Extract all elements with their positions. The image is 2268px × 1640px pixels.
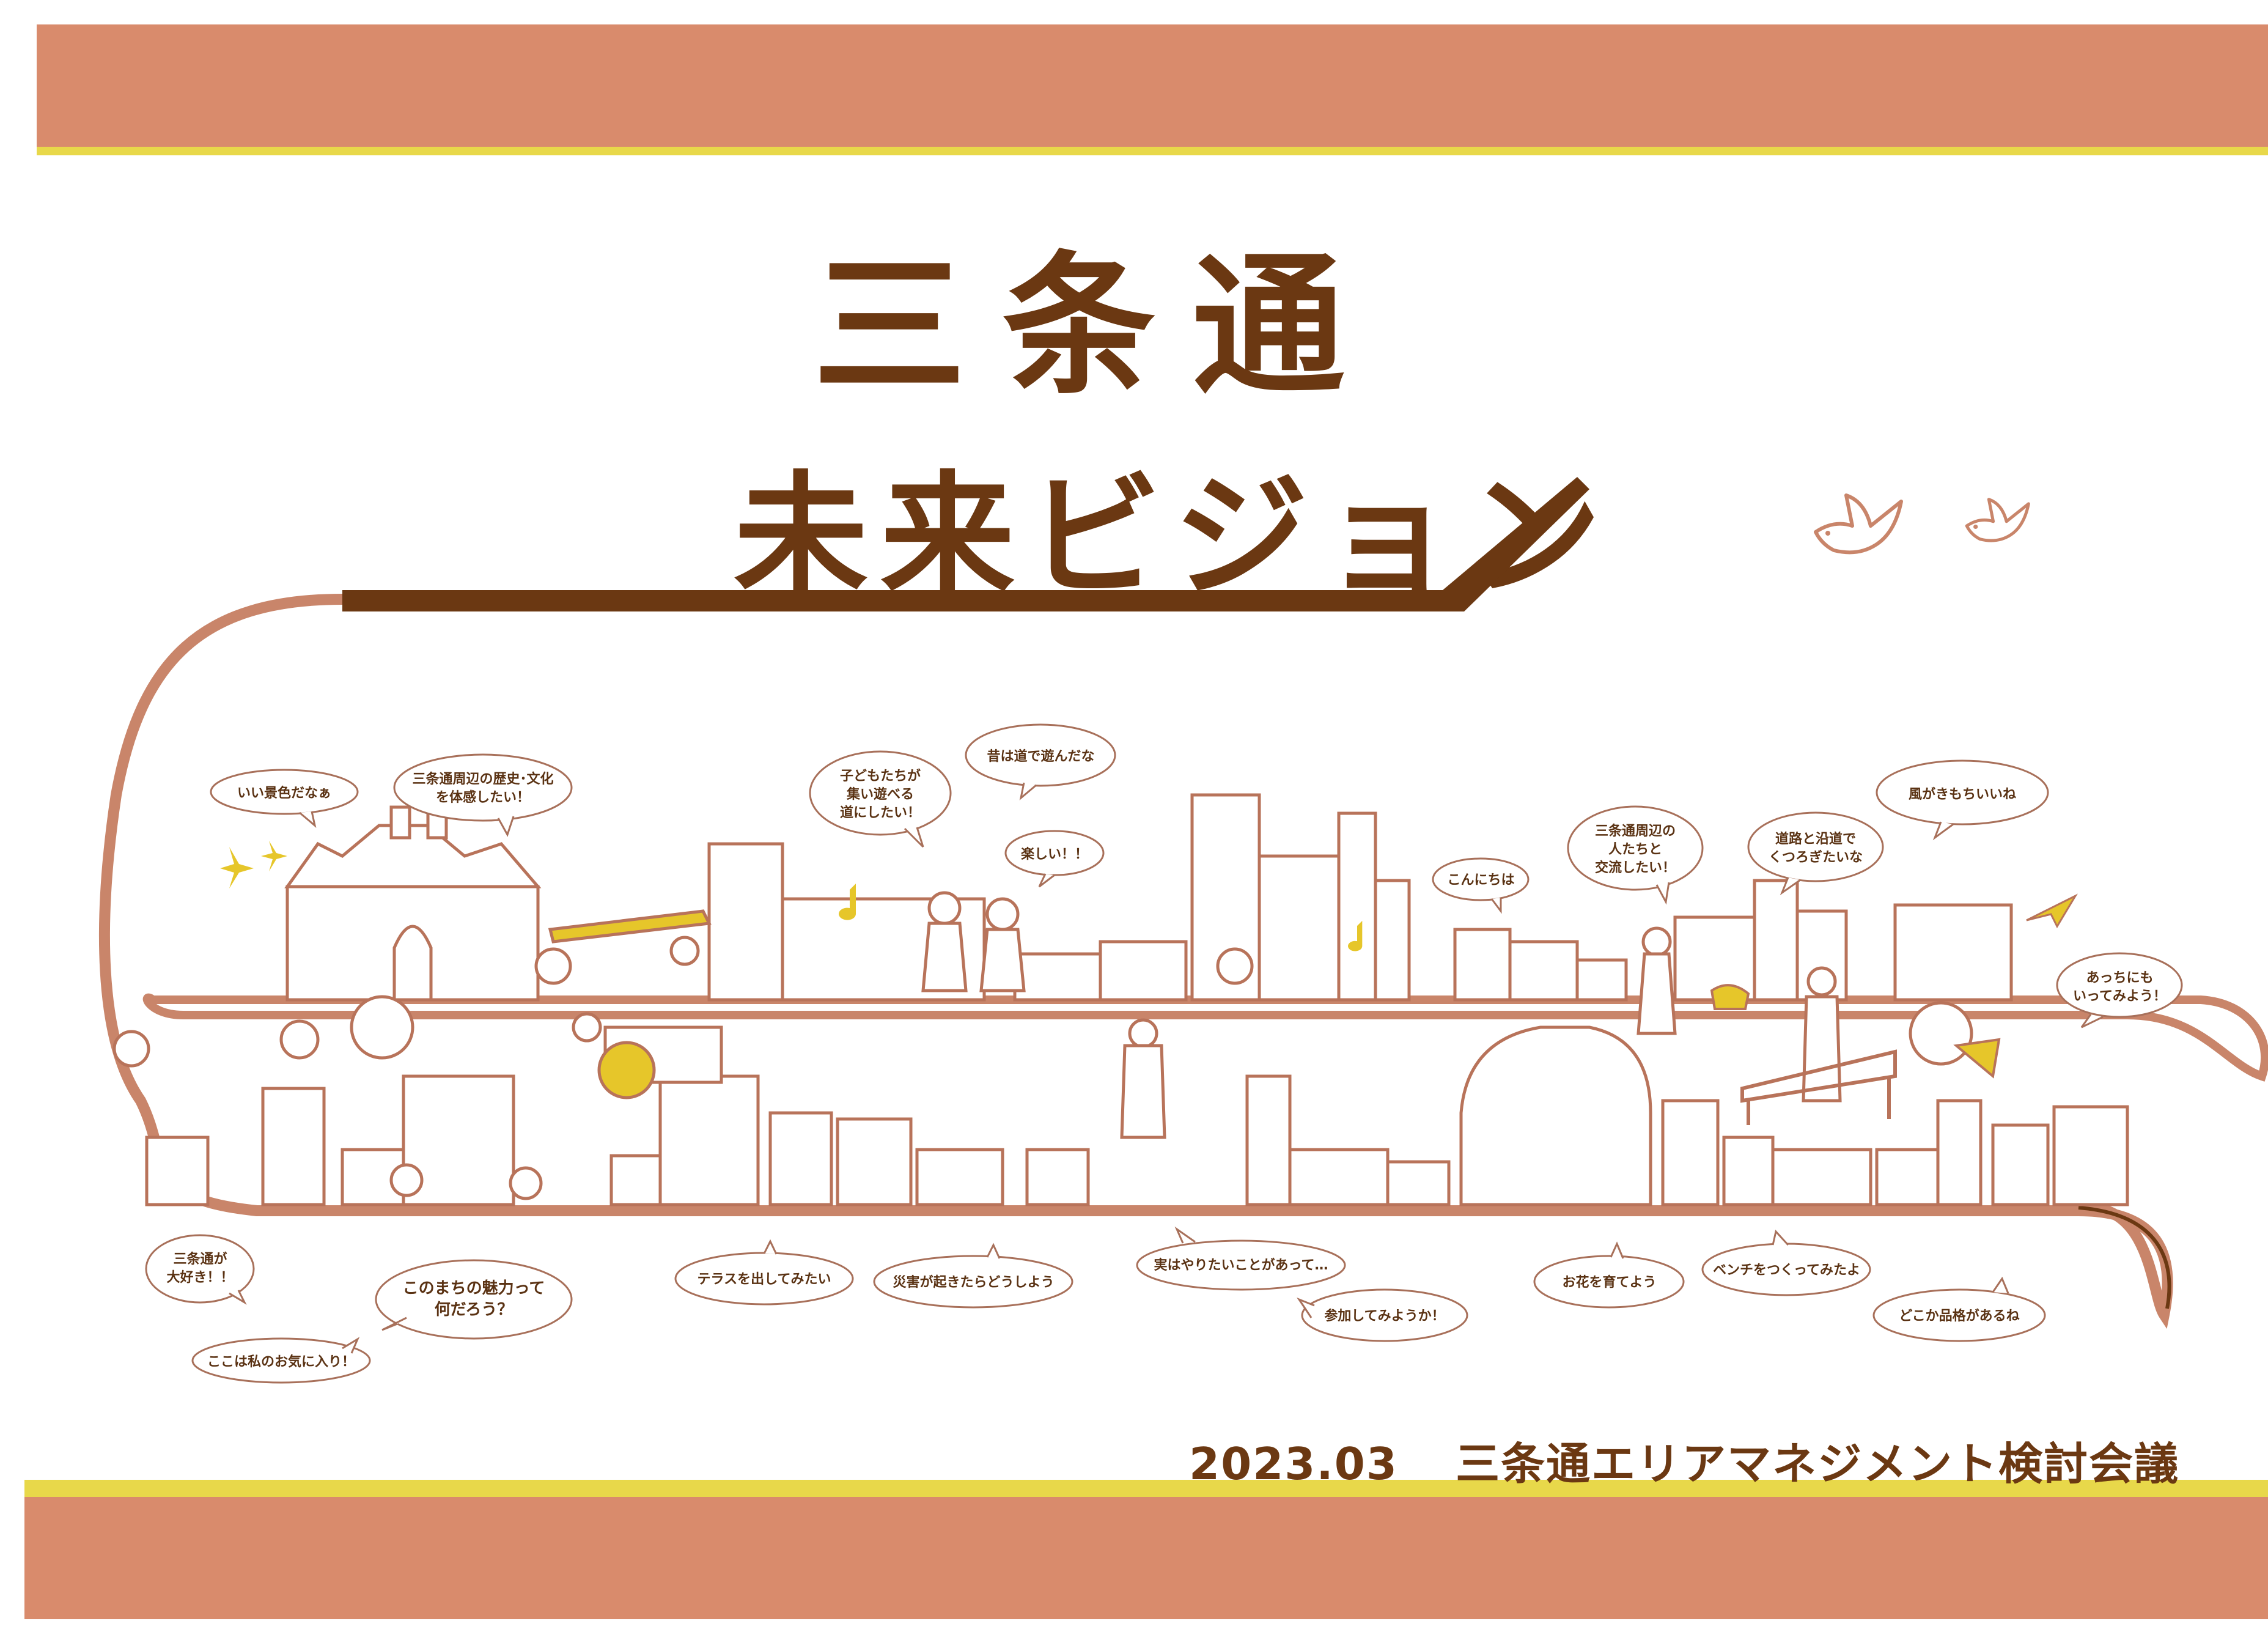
plant-accents	[1710, 984, 2001, 1079]
people	[112, 891, 1842, 1139]
bubble-text: 実はやりたいことがあって…	[1154, 1258, 1328, 1274]
bubble-text: 昔は道で遊んだな	[987, 748, 1095, 764]
bottom-band	[24, 1497, 2268, 1619]
bubble-text: どこか品格があるね	[1899, 1308, 2020, 1324]
speech-bubble: 道路と沿道で くつろぎたいな	[1745, 810, 1886, 896]
bubble-text: 風がきもちいいね	[1908, 787, 2016, 803]
speech-bubble: 参加してみようか！	[1297, 1287, 1470, 1345]
street-loop	[98, 594, 2173, 1329]
bubble-text: 楽しい！！	[1020, 846, 1088, 862]
bird-icon	[1965, 498, 2030, 542]
speech-bubble: どこか品格があるね	[1871, 1276, 2048, 1345]
bubble-text: ベンチをつくってみたよ	[1713, 1262, 1860, 1278]
top-stripe	[37, 147, 2268, 155]
speech-bubble: このまちの魅力って 何だろう？	[373, 1257, 575, 1342]
bubble-text: 子どもたちが 集い遊べる 道にしたい！	[839, 769, 921, 821]
speech-bubble: 災害が起きたらどうしよう	[871, 1243, 1076, 1312]
speech-bubble: 三条通が 大好き！！	[144, 1232, 257, 1306]
speech-bubble: お花を育てよう	[1531, 1241, 1687, 1312]
bottom-stripe	[24, 1480, 2268, 1497]
speech-bubble: 三条通周辺の歴史･文化 を体感したい！	[391, 752, 575, 837]
speech-bubble: ベンチをつくってみたよ	[1699, 1229, 1874, 1299]
bubble-text: あっちにも いってみよう！	[2073, 970, 2167, 1004]
speech-bubble: あっちにも いってみよう！	[2054, 951, 2185, 1029]
bubble-text: いい景色だなぁ	[237, 785, 331, 801]
bubble-text: テラスを出してみたい	[697, 1271, 831, 1287]
bubble-text: こんにちは	[1447, 873, 1515, 888]
speech-bubble: いい景色だなぁ	[208, 767, 361, 828]
speech-bubble: 昔は道で遊んだな	[963, 722, 1119, 800]
music-note-icon	[1348, 920, 1363, 951]
inner-loop	[142, 993, 2268, 1082]
speech-bubble: 楽しい！！	[1003, 829, 1106, 888]
speech-bubble: こんにちは	[1430, 856, 1531, 914]
bird-icon	[1814, 493, 1903, 555]
title-underline	[342, 477, 1589, 611]
footer-date: 2023.03	[1189, 1438, 1398, 1490]
bench	[1740, 1049, 1897, 1125]
bubble-text: 参加してみようか！	[1324, 1308, 1445, 1324]
bubble-text: 三条通周辺の歴史･文化 を体感したい！	[412, 772, 554, 805]
speech-bubble: 子どもたちが 集い遊べる 道にしたい！	[807, 749, 954, 848]
page-title: 三条通	[813, 237, 1382, 415]
speech-bubble: ここは私のお気に入り！	[190, 1336, 373, 1388]
bubble-text: ここは私のお気に入り！	[207, 1354, 355, 1370]
bubble-text: 三条通が 大好き！！	[166, 1252, 234, 1285]
food-cart	[548, 909, 723, 1099]
speech-bubble: テラスを出してみたい	[672, 1239, 856, 1309]
bubble-text: このまちの魅力って 何だろう？	[402, 1279, 545, 1319]
paper-plane-icon	[2026, 893, 2078, 929]
speech-bubble: 三条通周辺の 人たちと 交流したい！	[1565, 804, 1706, 905]
top-band	[37, 24, 2268, 147]
bubble-text: 災害が起きたらどうしよう	[893, 1274, 1055, 1290]
sparkle-icon	[220, 841, 287, 888]
footer: 2023.03 三条通エリアマネジメント検討会議	[1189, 1428, 2179, 1492]
lower-buildings	[145, 1025, 2129, 1206]
speech-bubble: 実はやりたいことがあって…	[1134, 1226, 1348, 1293]
bubble-text: 三条通周辺の 人たちと 交流したい！	[1594, 824, 1676, 876]
trees	[350, 947, 1973, 1200]
speech-bubble: 風がきもちいいね	[1874, 758, 2051, 841]
bubble-text: 道路と沿道で くつろぎたいな	[1768, 831, 1863, 865]
footer-organization: 三条通エリアマネジメント検討会議	[1456, 1438, 2180, 1490]
music-note-icon	[839, 884, 856, 920]
bubble-text: お花を育てよう	[1562, 1274, 1657, 1290]
